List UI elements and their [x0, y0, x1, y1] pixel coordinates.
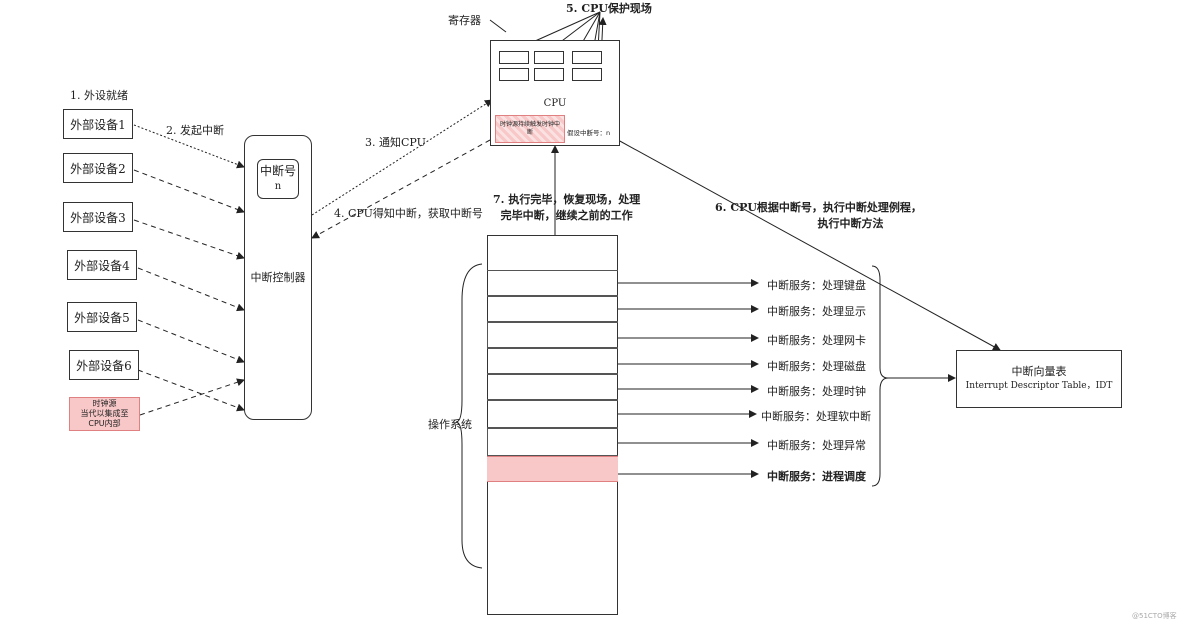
irq-register: 中断号 n: [257, 159, 299, 199]
step5-label: 5. CPU保护现场: [566, 2, 652, 15]
service-arrows: [608, 279, 759, 478]
irq-value: n: [274, 181, 282, 192]
service-exception: 中断服务：处理异常: [767, 439, 866, 452]
os-row-7: [487, 428, 618, 456]
step7-label: 7. 执行完毕，恢复现场，处理 完毕中断，继续之前的工作: [493, 191, 640, 223]
register-3: [572, 51, 602, 64]
controller-label: 中断控制器: [250, 271, 306, 284]
service-keyboard: 中断服务：处理键盘: [767, 279, 866, 292]
register-label-arrow: [489, 19, 507, 33]
idt-title: 中断向量表: [1011, 365, 1067, 378]
irq-note: 假设中断号：n: [567, 129, 611, 137]
os-row-1: [487, 270, 618, 296]
step2-label: 2. 发起中断: [166, 124, 224, 137]
service-soft-interrupt: 中断服务：处理软中断: [761, 410, 871, 423]
device-5: 外部设备5: [67, 302, 137, 332]
step7-line1: 7. 执行完毕，恢复现场，处理: [493, 193, 641, 206]
cpu-label: CPU: [543, 98, 567, 109]
register-5: [534, 68, 564, 81]
service-scheduling: 中断服务：进程调度: [767, 470, 866, 483]
step3-label: 3. 通知CPU: [365, 136, 426, 149]
clock-source: 时钟源 当代以集成至 CPU内部: [69, 397, 140, 431]
os-row-5: [487, 374, 618, 400]
clock-source-line3: CPU内部: [88, 419, 121, 428]
device-to-controller-arrows: [133, 124, 245, 416]
service-clock: 中断服务：处理时钟: [767, 385, 866, 398]
idt-box: 中断向量表 Interrupt Descriptor Table，IDT: [956, 350, 1122, 408]
device-3: 外部设备3: [63, 202, 133, 232]
os-table: [487, 235, 618, 615]
os-row-2: [487, 296, 618, 322]
os-row-8-highlight: [487, 456, 618, 482]
step4-label: 4. CPU得知中断，获取中断号: [334, 207, 483, 220]
device-2: 外部设备2: [63, 153, 133, 183]
step6-label: 6. CPU根据中断号，执行中断处理例程， 执行中断方法: [715, 199, 922, 231]
service-nic: 中断服务：处理网卡: [767, 334, 866, 347]
device-6: 外部设备6: [69, 350, 139, 380]
os-label: 操作系统: [428, 418, 472, 431]
step6-line1: 6. CPU根据中断号，执行中断处理例程，: [715, 201, 922, 214]
device-1: 外部设备1: [63, 109, 133, 139]
notify-cpu-arrow: [311, 99, 493, 216]
service-display: 中断服务：处理显示: [767, 305, 866, 318]
register-6: [572, 68, 602, 81]
register-4: [499, 68, 529, 81]
step6-line2: 执行中断方法: [817, 217, 884, 230]
clock-interrupt-box: 时钟源持续触发时钟中断: [495, 115, 565, 143]
os-row-6: [487, 400, 618, 428]
get-irq-arrow: [311, 139, 491, 239]
device-4: 外部设备4: [67, 250, 137, 280]
irq-label: 中断号: [259, 164, 296, 178]
os-row-3: [487, 322, 618, 348]
services-brace: [871, 265, 889, 487]
clock-source-line2: 当代以集成至: [80, 409, 129, 418]
idt-subtitle: Interrupt Descriptor Table，IDT: [965, 381, 1113, 391]
step7-line2: 完毕中断，继续之前的工作: [500, 209, 633, 222]
os-row-4: [487, 348, 618, 374]
watermark: @51CTO博客: [1132, 612, 1177, 620]
os-brace: [455, 263, 483, 569]
step1-label: 1. 外设就绪: [70, 89, 128, 102]
cpu-box: CPU 时钟源持续触发时钟中断 假设中断号：n: [490, 40, 620, 146]
cpu-to-idt-line: [617, 139, 1001, 351]
register-1: [499, 51, 529, 64]
clock-source-line1: 时钟源: [92, 399, 117, 408]
interrupt-controller: 中断号 n 中断控制器: [244, 135, 312, 420]
register-label: 寄存器: [448, 14, 481, 27]
service-disk: 中断服务：处理磁盘: [767, 360, 866, 373]
register-2: [534, 51, 564, 64]
